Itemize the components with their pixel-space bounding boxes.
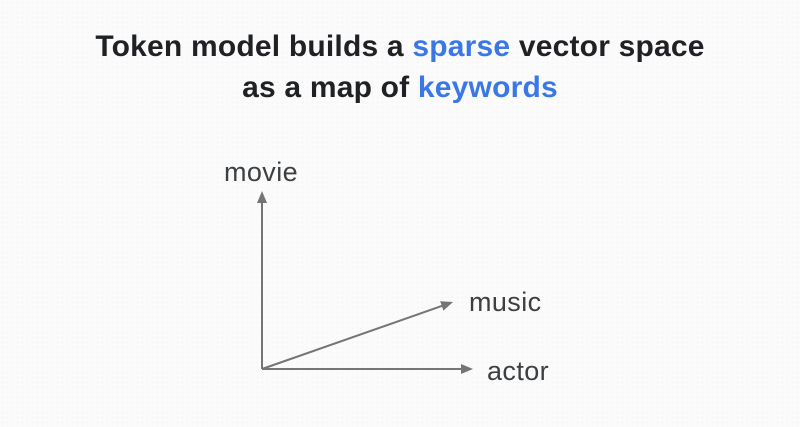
title-line-1: Token model builds a sparse vector space — [0, 26, 800, 67]
title-highlight-sparse: sparse — [412, 30, 511, 63]
title-line-2: as a map of keywords — [0, 67, 800, 108]
page-title: Token model builds a sparse vector space… — [0, 26, 800, 108]
music-vector-arrow — [261, 301, 454, 370]
title-highlight-keywords: keywords — [417, 71, 558, 104]
title-text-segment: as a map of — [242, 71, 418, 104]
y-axis-label: movie — [224, 157, 298, 187]
x-axis-label: actor — [487, 356, 549, 386]
vector-label: music — [469, 287, 542, 317]
title-text-segment: Token model builds a — [95, 30, 413, 63]
title-text-segment: vector space — [510, 30, 705, 63]
